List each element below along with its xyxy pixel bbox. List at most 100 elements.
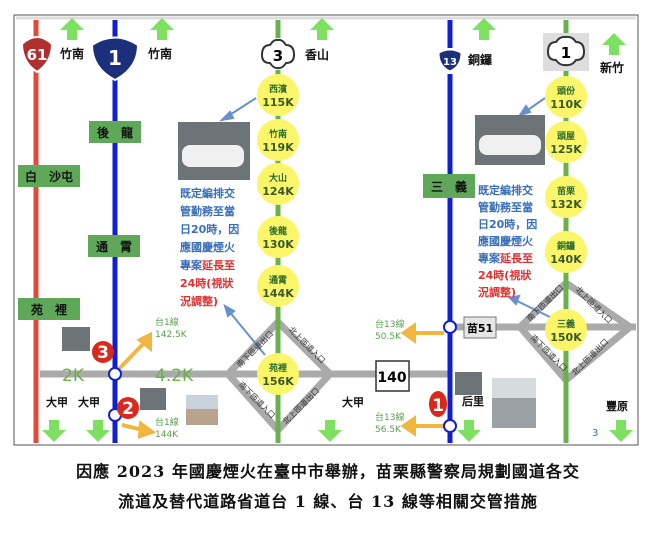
interchange-name: 苑裡 — [269, 362, 287, 374]
interchange-circle — [545, 76, 587, 118]
town-baishatun: 白 沙屯 — [25, 169, 73, 184]
interchange-circle — [257, 74, 299, 116]
route-61-shield: 61 — [20, 36, 54, 74]
interchange-circle — [257, 163, 299, 205]
town-houlong: 後 龍 — [97, 125, 133, 140]
svg-text:140: 140 — [377, 370, 406, 386]
interchange-km: 156K — [262, 375, 294, 388]
svg-text:24時(視狀: 24時(視狀 — [478, 268, 532, 282]
svg-text:既定編排交: 既定編排交 — [180, 186, 235, 200]
interchange-km: 140K — [550, 253, 582, 266]
interchange-km: 132K — [550, 198, 582, 211]
miao51-sign — [463, 316, 497, 339]
interchange-name: 西濱 — [269, 83, 287, 95]
interchange-name: 後龍 — [269, 225, 287, 237]
svg-text:13: 13 — [443, 57, 457, 68]
police-car-photo — [455, 372, 482, 395]
svg-text:專案延長至: 專案延長至 — [180, 258, 235, 272]
south-label: 豐原 — [606, 399, 628, 413]
interchange-circle — [545, 121, 587, 163]
freeway-3-shield: 3 — [258, 38, 300, 70]
north-label-61: 竹南 — [59, 46, 84, 61]
control-point-1 — [443, 419, 457, 433]
svg-text:況調整): 況調整) — [478, 285, 516, 299]
control-point-3 — [108, 367, 122, 381]
interchange-name: 苗栗 — [557, 185, 575, 197]
interchange-circle — [257, 216, 299, 258]
svg-text:2: 2 — [122, 399, 134, 419]
north-label-1: 竹南 — [147, 46, 172, 61]
svg-text:應國慶煙火: 應國慶煙火 — [180, 240, 236, 254]
interchange-name: 頭屋 — [557, 131, 575, 142]
svg-text:管勤務至當: 管勤務至當 — [478, 200, 533, 214]
north-label-13: 銅鑼 — [467, 52, 492, 67]
interchange-circle — [545, 309, 587, 351]
interchange-diamond-yuanli — [223, 317, 335, 436]
interchange-km: 125K — [550, 143, 582, 156]
marker-1 — [429, 391, 447, 417]
police-car-photo — [62, 327, 90, 351]
interchange-name: 通霄 — [269, 274, 287, 286]
interchange-diamond-sanyi — [515, 278, 636, 385]
svg-text:1: 1 — [432, 396, 444, 416]
svg-text:應國慶煙火: 應國慶煙火 — [478, 234, 534, 248]
svg-text:24時(視狀: 24時(視狀 — [180, 276, 234, 290]
note-right: 既定編排交 管勤務至當 日20時，因 應國慶煙火 專案延長至 24時(視狀 況調… — [478, 183, 537, 299]
interchange-circle — [545, 231, 587, 273]
caption-line-1: 因應 2023 年國慶煙火在臺中市舉辦，苗栗縣警察局規劃國道各交 — [76, 462, 580, 481]
marker-2 — [117, 397, 139, 419]
detour-label: 台1線 — [155, 316, 179, 328]
caption-line-2: 流道及替代道路省道台 1 線、台 13 線等相關交管措施 — [118, 492, 538, 511]
interchange-name: 大山 — [269, 172, 287, 184]
distance-2k: 2K — [62, 366, 85, 386]
detour-label: 台13線 — [375, 318, 404, 330]
south-label: 大甲 — [342, 395, 364, 409]
interchange-circle — [257, 119, 299, 161]
police-car-photo — [140, 388, 166, 410]
svg-text:日20時，因: 日20時，因 — [478, 217, 537, 231]
detour-km: 144K — [155, 430, 179, 440]
interchange-km: 110K — [550, 98, 582, 111]
marker-3 — [92, 341, 114, 363]
control-point-miao51 — [443, 320, 457, 334]
svg-text:日20時，因: 日20時，因 — [180, 222, 239, 236]
interchange-name: 銅鑼 — [557, 240, 575, 252]
detour-km: 56.5K — [375, 425, 402, 435]
svg-text:苗51: 苗51 — [467, 321, 493, 335]
north-label-3: 香山 — [304, 47, 329, 62]
svg-text:況調整): 況調整) — [180, 294, 218, 308]
detour-km: 50.5K — [375, 332, 402, 342]
interchange-circle — [257, 265, 299, 307]
south-label: 大甲 — [46, 395, 68, 409]
interchange-km: 115K — [262, 96, 294, 109]
interchange-name: 三義 — [557, 318, 575, 330]
svg-text:3: 3 — [97, 343, 109, 363]
north-label-f1: 新竹 — [600, 60, 624, 75]
svg-text:專案延長至: 專案延長至 — [478, 251, 533, 265]
interchange-name: 竹南 — [268, 128, 287, 140]
interchange-circle — [545, 176, 587, 218]
town-tongxiao: 通 霄 — [96, 239, 132, 254]
south-label: 后里 — [462, 394, 484, 408]
distance-4-2k: 4.2K — [155, 366, 194, 386]
detour-label: 台13線 — [375, 411, 404, 423]
town-sanyi: 三 義 — [431, 179, 467, 194]
svg-text:1: 1 — [108, 46, 122, 70]
page-number: 3 — [592, 428, 598, 439]
freeway-1-shield: 1 — [543, 33, 589, 71]
svg-text:既定編排交: 既定編排交 — [478, 183, 533, 197]
detour-km: 142.5K — [155, 330, 188, 340]
svg-text:1: 1 — [561, 44, 571, 62]
interchange-km: 150K — [550, 331, 582, 344]
route-1-shield: 1 — [90, 36, 140, 82]
svg-text:管勤務至當: 管勤務至當 — [180, 204, 235, 218]
detour-label: 台1線 — [155, 416, 179, 428]
interchange-km: 124K — [262, 185, 294, 198]
interchange-km: 130K — [262, 238, 294, 251]
svg-text:3: 3 — [273, 47, 283, 65]
route-13-shield: 13 — [434, 48, 466, 74]
note-left: 既定編排交 管勤務至當 日20時，因 應國慶煙火 專案延長至 24時(視狀 況調… — [180, 186, 239, 308]
